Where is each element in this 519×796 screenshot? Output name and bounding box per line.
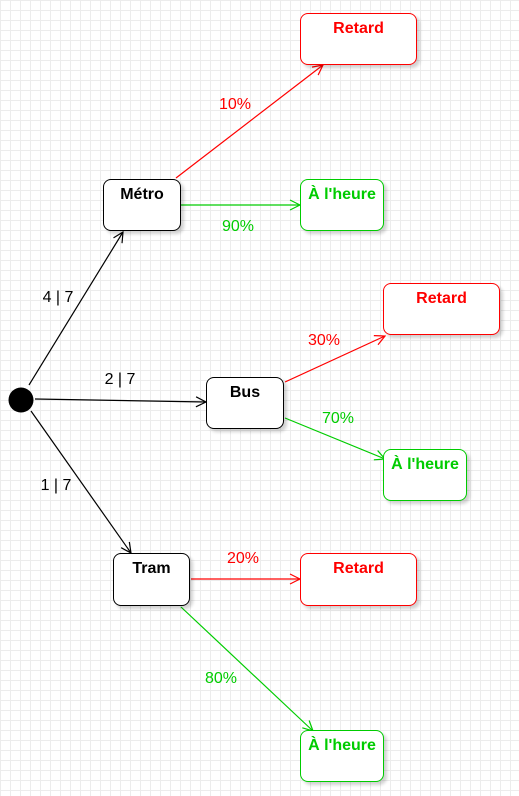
edge-label-bus: 2 | 7 (104, 371, 136, 388)
node-bus-alheure[interactable]: À l'heure (383, 449, 467, 501)
node-bus-retard[interactable]: Retard (383, 283, 500, 335)
edge-metro-retard (175, 65, 323, 179)
node-tram-alheure[interactable]: À l'heure (300, 730, 384, 782)
edge-label-metro: 4 | 7 (42, 289, 74, 306)
edge-bus-retard (284, 336, 385, 383)
root-node[interactable] (8, 387, 34, 413)
node-metro[interactable]: Métro (103, 179, 181, 231)
node-metro-retard[interactable]: Retard (300, 13, 417, 65)
node-metro-alheure[interactable]: À l'heure (300, 179, 384, 231)
edge-label-bus-retard: 30% (307, 332, 341, 349)
edge-root-bus (34, 399, 206, 402)
edge-label-metro-retard: 10% (218, 96, 252, 113)
node-tram[interactable]: Tram (113, 553, 190, 606)
node-tram-retard[interactable]: Retard (300, 553, 417, 606)
edge-label-bus-alheure: 70% (321, 410, 355, 427)
edge-tram-alheure (180, 606, 313, 731)
edge-label-tram: 1 | 7 (40, 477, 72, 494)
edge-label-tram-alheure: 80% (204, 670, 238, 687)
edge-label-metro-alheure: 90% (221, 218, 255, 235)
edge-label-tram-retard: 20% (226, 550, 260, 567)
node-bus[interactable]: Bus (206, 377, 284, 429)
edge-root-metro (28, 232, 123, 386)
edge-bus-alheure (284, 417, 385, 459)
edge-root-tram (30, 410, 131, 553)
